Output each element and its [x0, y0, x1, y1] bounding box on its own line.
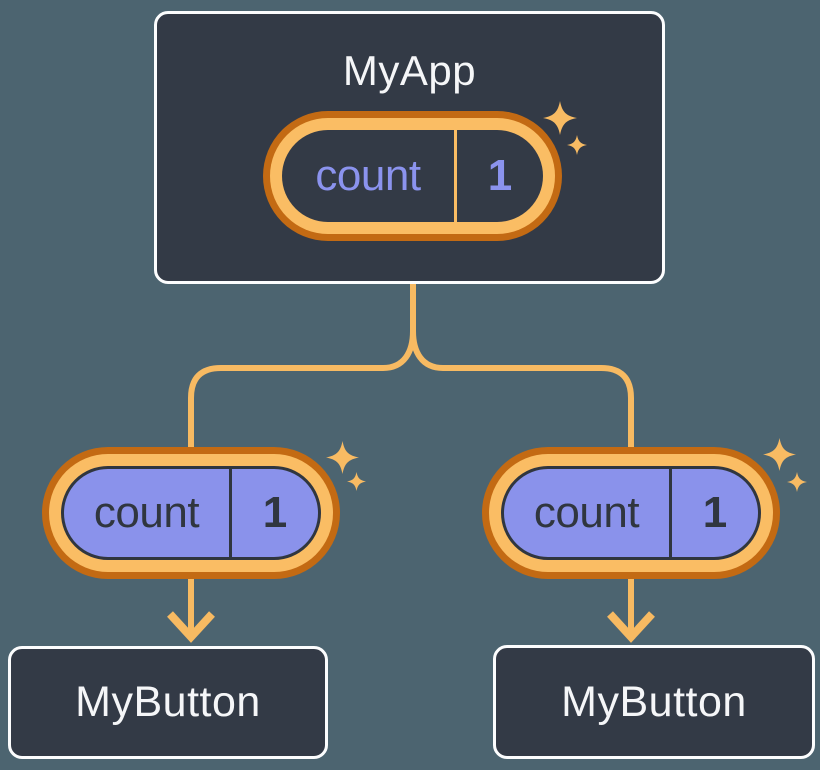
arrow-down-left-icon [167, 611, 215, 643]
prop-label: count [93, 488, 200, 537]
sparkle-small-icon [787, 472, 807, 492]
pill-divider [229, 469, 232, 557]
pill-divider [669, 469, 672, 557]
sparkle-large-icon [543, 101, 577, 135]
sparkle-small-icon [347, 472, 366, 491]
props-pill-right: count 1 [482, 447, 780, 579]
sparkle-large-icon [763, 438, 796, 471]
arrow-down-right-icon [607, 611, 655, 643]
component-box-mybutton-right: MyButton [493, 645, 815, 759]
props-pill-left: count 1 [42, 447, 340, 579]
state-pill-root: count 1 [263, 111, 562, 241]
sparkle-large-icon [326, 441, 359, 474]
prop-value: 1 [262, 488, 288, 537]
state-value: 1 [487, 151, 513, 200]
prop-value: 1 [702, 488, 728, 537]
state-pill-inner-ring: count 1 [270, 118, 555, 234]
component-box-mybutton-left: MyButton [8, 646, 328, 759]
props-pill-inner-ring: count 1 [489, 454, 773, 572]
component-title: MyButton [75, 678, 261, 726]
connector-branch-right [410, 284, 634, 633]
component-title: MyApp [342, 47, 477, 94]
state-label: count [315, 151, 421, 200]
props-pill-inner-ring: count 1 [49, 454, 333, 572]
pill-divider [454, 130, 457, 222]
component-title: MyButton [561, 677, 747, 726]
sparkle-small-icon [567, 135, 587, 155]
prop-label: count [533, 488, 640, 537]
